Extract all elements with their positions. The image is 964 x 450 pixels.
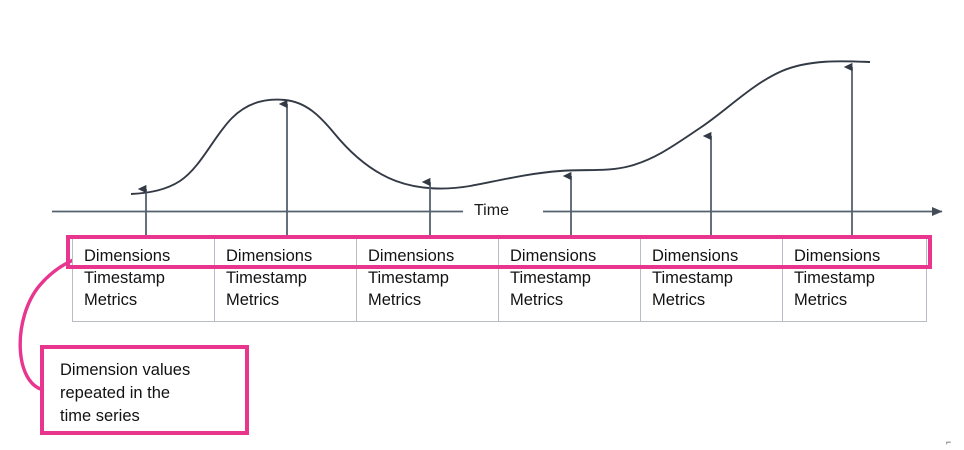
record-dimensions-label: Dimensions xyxy=(84,247,171,265)
record-box[interactable]: Dimensions Timestamp Metrics xyxy=(72,238,217,322)
record-dimensions-label: Dimensions xyxy=(226,247,313,265)
record-box[interactable]: Dimensions Timestamp Metrics xyxy=(782,238,927,322)
record-metrics-label: Metrics xyxy=(794,291,848,309)
record-dimensions-label: Dimensions xyxy=(368,247,455,265)
callout-line: repeated in the xyxy=(60,384,171,402)
time-axis-label: Time xyxy=(474,202,509,219)
callout-line: Dimension values xyxy=(60,361,191,379)
record-metrics-label: Metrics xyxy=(510,291,564,309)
record-dimensions-label: Dimensions xyxy=(794,247,881,265)
record-timestamp-label: Timestamp xyxy=(84,269,165,287)
corner-mark: ⌐ xyxy=(946,437,952,447)
record-timestamp-label: Timestamp xyxy=(510,269,591,287)
callout-line: time series xyxy=(60,407,140,425)
record-timestamp-label: Timestamp xyxy=(652,269,733,287)
record-box[interactable]: Dimensions Timestamp Metrics xyxy=(356,238,501,322)
record-box[interactable]: Dimensions Timestamp Metrics xyxy=(640,238,785,322)
record-metrics-label: Metrics xyxy=(226,291,280,309)
record-timestamp-label: Timestamp xyxy=(368,269,449,287)
record-metrics-label: Metrics xyxy=(84,291,138,309)
record-timestamp-label: Timestamp xyxy=(226,269,307,287)
time-series-curve xyxy=(130,60,871,195)
callout-box: Dimension values repeated in the time se… xyxy=(40,345,249,435)
record-box[interactable]: Dimensions Timestamp Metrics xyxy=(214,238,359,322)
record-box[interactable]: Dimensions Timestamp Metrics xyxy=(498,238,643,322)
record-metrics-label: Metrics xyxy=(652,291,706,309)
record-dimensions-label: Dimensions xyxy=(652,247,739,265)
record-dimensions-label: Dimensions xyxy=(510,247,597,265)
record-metrics-label: Metrics xyxy=(368,291,422,309)
record-timestamp-label: Timestamp xyxy=(794,269,875,287)
sample-arrows xyxy=(137,62,853,248)
